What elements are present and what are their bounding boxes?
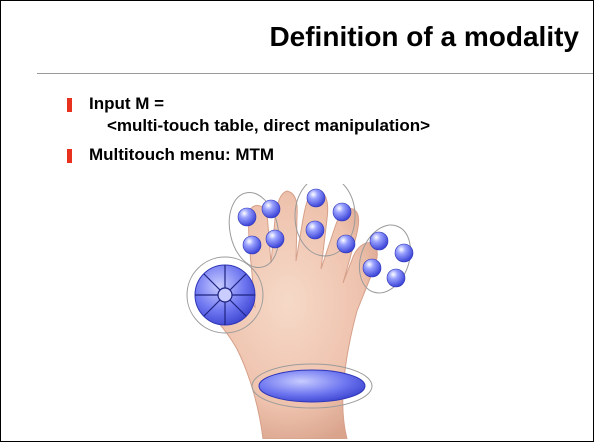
thumb-radial-menu bbox=[195, 265, 255, 325]
touch-point bbox=[337, 235, 355, 253]
bullet-text: Multitouch menu: MTM bbox=[89, 144, 430, 166]
touch-point bbox=[262, 200, 280, 218]
touch-point bbox=[266, 230, 284, 248]
touch-point bbox=[363, 259, 381, 277]
touch-point bbox=[387, 269, 405, 287]
touch-point bbox=[306, 221, 324, 239]
touch-point bbox=[238, 208, 256, 226]
bullet-text-continued: <multi-touch table, direct manipulation> bbox=[89, 115, 430, 137]
bullet-marker-icon bbox=[67, 149, 72, 163]
bullet-item: Multitouch menu: MTM bbox=[67, 144, 430, 166]
title-divider bbox=[37, 73, 593, 74]
bullet-item: Input M = <multi-touch table, direct man… bbox=[67, 93, 430, 137]
touch-point bbox=[333, 203, 351, 221]
slide-title: Definition of a modality bbox=[269, 21, 579, 53]
bullet-list: Input M = <multi-touch table, direct man… bbox=[67, 93, 430, 173]
touch-point bbox=[243, 236, 261, 254]
bullet-marker-icon bbox=[67, 98, 72, 112]
bullet-text: Input M = bbox=[89, 93, 430, 115]
touch-point bbox=[307, 189, 325, 207]
touch-point bbox=[370, 232, 388, 250]
hand-illustration bbox=[186, 184, 426, 439]
palm-touch-area bbox=[259, 370, 365, 402]
touch-point bbox=[395, 244, 413, 262]
